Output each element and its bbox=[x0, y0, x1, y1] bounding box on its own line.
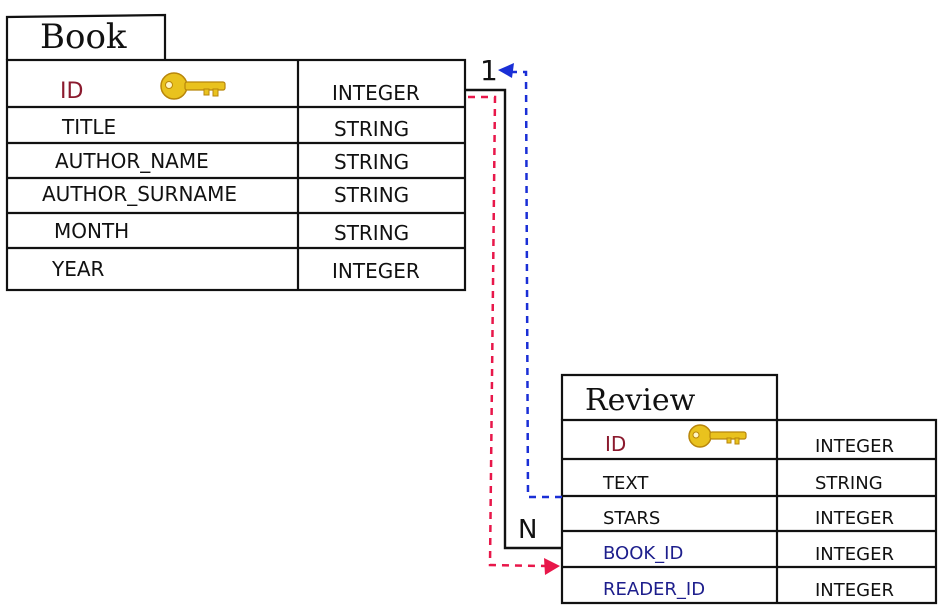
relationship-line bbox=[465, 88, 562, 550]
book-table-border bbox=[5, 58, 467, 292]
review-table-title: Review bbox=[585, 383, 696, 418]
field-name: ID bbox=[605, 432, 626, 456]
cardinality-many-label: N bbox=[518, 515, 537, 545]
field-name: YEAR bbox=[51, 257, 105, 281]
field-name: STARS bbox=[603, 508, 660, 529]
table-row: TITLE STRING bbox=[61, 115, 409, 141]
review-title-tab bbox=[560, 373, 779, 420]
table-row: ID INTEGER bbox=[605, 432, 894, 457]
review-rows: ID INTEGER TEXT STRING STARS INTEGER BOO… bbox=[602, 432, 894, 601]
review-table-border bbox=[560, 418, 938, 605]
field-type: STRING bbox=[334, 117, 409, 141]
field-type: INTEGER bbox=[815, 544, 894, 565]
field-type: STRING bbox=[334, 221, 409, 245]
field-name: BOOK_ID bbox=[603, 543, 683, 564]
arrow-left-icon bbox=[498, 63, 514, 78]
field-type: STRING bbox=[334, 150, 409, 174]
field-type: STRING bbox=[815, 473, 883, 494]
table-row: TEXT STRING bbox=[602, 473, 883, 494]
table-row: AUTHOR_NAME STRING bbox=[55, 149, 409, 174]
field-type: INTEGER bbox=[815, 436, 894, 457]
table-row: ID INTEGER bbox=[60, 79, 420, 105]
arrow-right-icon bbox=[544, 558, 560, 575]
table-row: BOOK_ID INTEGER bbox=[603, 543, 894, 565]
table-row: AUTHOR_SURNAME STRING bbox=[42, 182, 409, 207]
field-name: MONTH bbox=[54, 219, 129, 243]
field-name: READER_ID bbox=[603, 579, 705, 600]
field-type: INTEGER bbox=[332, 259, 420, 283]
field-name: TITLE bbox=[61, 115, 116, 139]
review-table bbox=[560, 373, 938, 605]
fk-reference-line-red bbox=[468, 95, 546, 568]
field-type: INTEGER bbox=[815, 508, 894, 529]
book-table bbox=[5, 13, 467, 292]
field-type: STRING bbox=[334, 183, 409, 207]
field-name: AUTHOR_SURNAME bbox=[42, 182, 237, 206]
field-name: AUTHOR_NAME bbox=[55, 149, 209, 173]
table-row: READER_ID INTEGER bbox=[603, 579, 894, 601]
book-title-tab bbox=[5, 13, 167, 60]
cardinality-one-label: 1 bbox=[480, 54, 498, 87]
table-row: STARS INTEGER bbox=[603, 508, 894, 529]
field-type: INTEGER bbox=[815, 580, 894, 601]
table-row: YEAR INTEGER bbox=[51, 257, 420, 283]
field-name: ID bbox=[60, 79, 83, 104]
fk-reference-line-blue bbox=[512, 70, 562, 499]
field-name: TEXT bbox=[602, 473, 649, 494]
book-rows: ID INTEGER TITLE STRING AUTHOR_NAME STRI… bbox=[42, 79, 420, 283]
key-icon bbox=[160, 72, 226, 100]
key-icon bbox=[688, 424, 747, 448]
table-row: MONTH STRING bbox=[54, 219, 409, 245]
field-type: INTEGER bbox=[332, 81, 420, 105]
book-table-title: Book bbox=[40, 17, 127, 57]
